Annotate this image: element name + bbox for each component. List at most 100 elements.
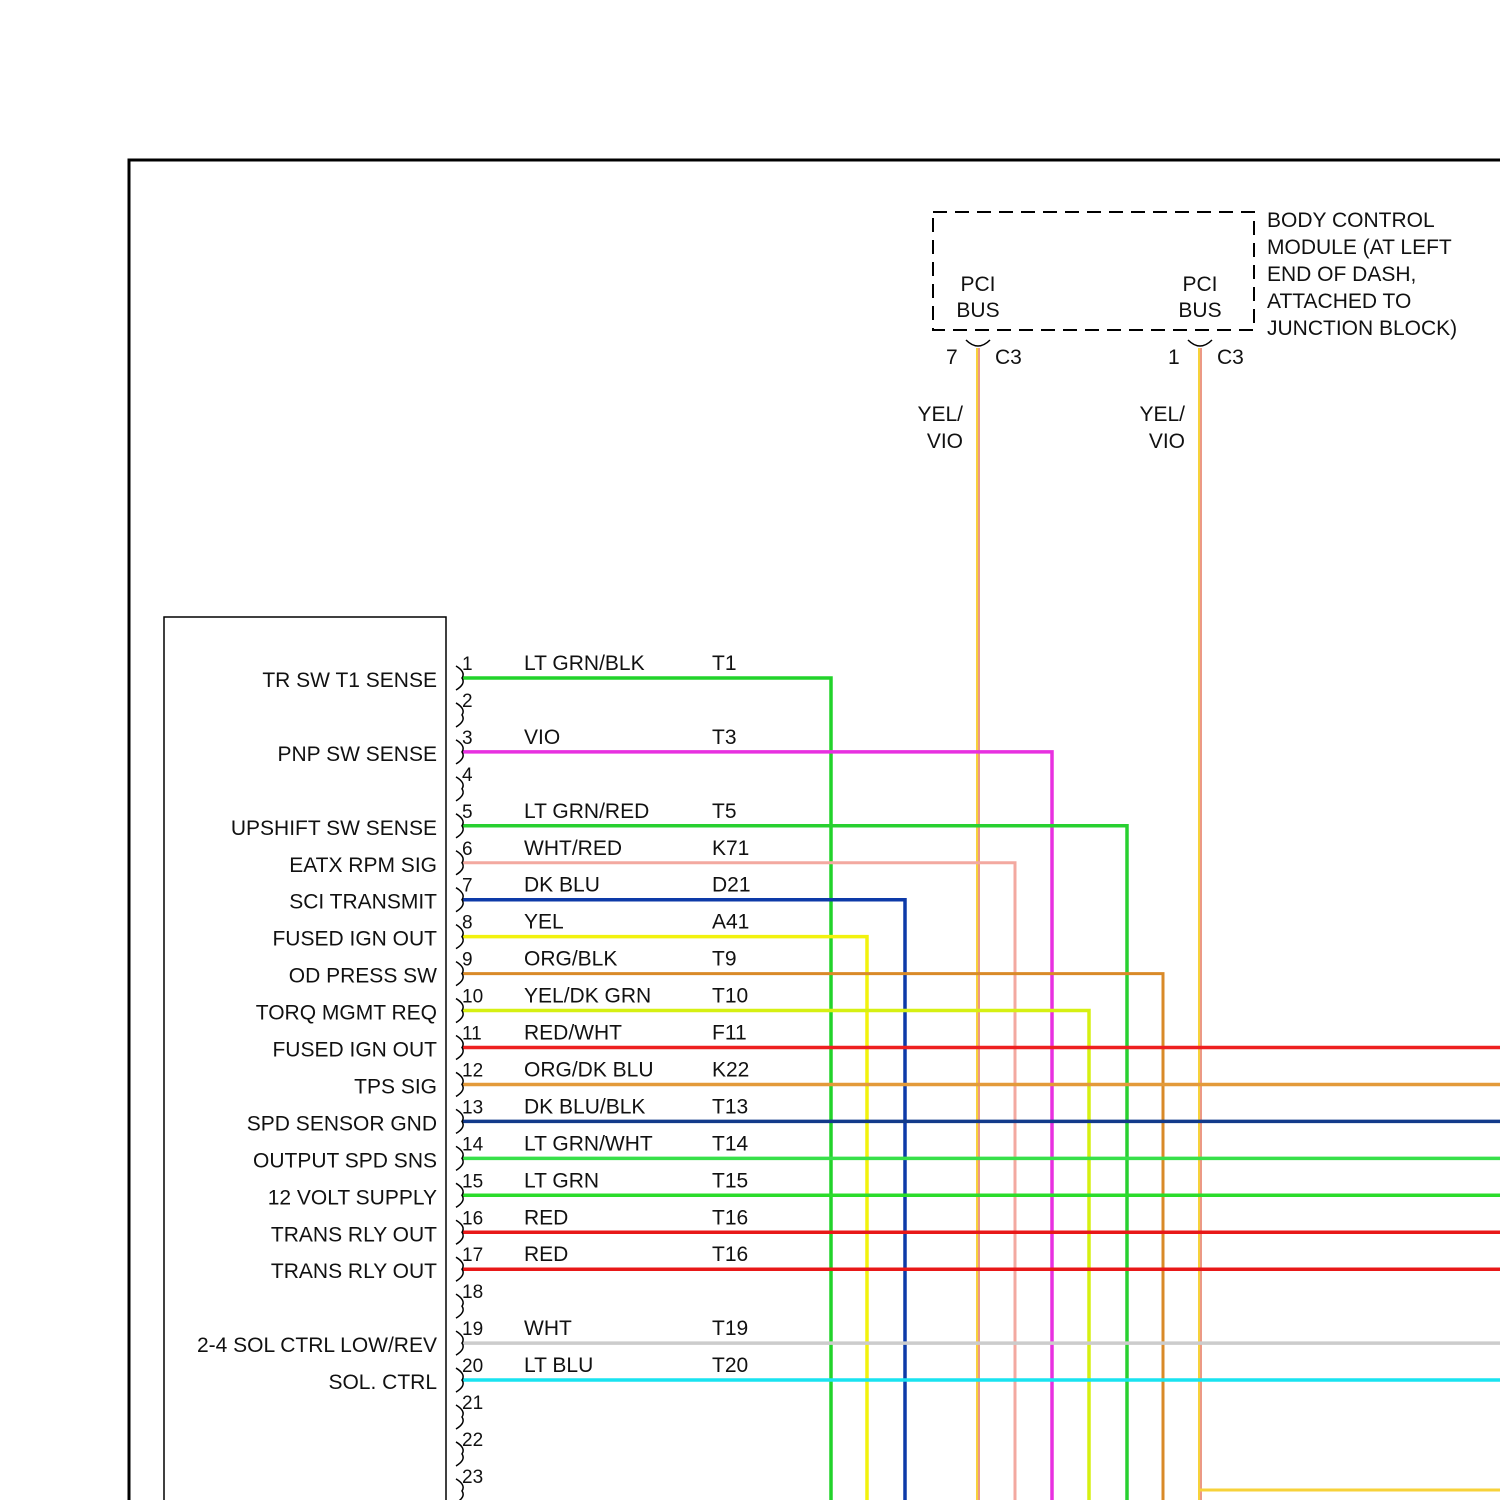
pin-number: 13 (462, 1097, 483, 1118)
pin-function-label: UPSHIFT SW SENSE (231, 817, 437, 840)
bcm-terminal-name: PCI (960, 273, 995, 296)
circuit-id-label: T9 (712, 948, 737, 971)
wire-color-label: LT GRN/RED (524, 800, 649, 823)
pin-number: 11 (462, 1024, 482, 1045)
bcm-wire-color-label: VIO (1149, 430, 1185, 453)
pin-function-label: EATX RPM SIG (289, 854, 437, 877)
circuit-id-label: D21 (712, 874, 751, 897)
circuit-id-label: T15 (712, 1169, 748, 1192)
pin-number: 17 (462, 1245, 483, 1266)
wire-color-label: LT GRN/WHT (524, 1132, 653, 1155)
pin-function-label: FUSED IGN OUT (272, 928, 437, 951)
circuit-id-label: T13 (712, 1095, 748, 1118)
bcm-terminal-name: BUS (956, 299, 999, 322)
wire-color-label: ORG/DK BLU (524, 1058, 654, 1081)
circuit-id-label: K71 (712, 837, 749, 860)
pin-number: 22 (462, 1430, 483, 1451)
bcm-terminal-name: BUS (1178, 299, 1221, 322)
circuit-id-label: T20 (712, 1354, 748, 1377)
pin-function-label: 2-4 SOL CTRL LOW/REV (197, 1334, 437, 1357)
wire-color-label: LT GRN (524, 1169, 599, 1192)
pin-function-label: SPD SENSOR GND (247, 1112, 437, 1135)
pin-number: 9 (462, 950, 473, 971)
bcm-wire-color-label: YEL/ (1139, 403, 1185, 426)
pin-function-label: OD PRESS SW (289, 965, 437, 988)
wire-color-label: WHT (524, 1317, 572, 1340)
pin-number: 21 (462, 1393, 483, 1414)
wire-color-label: DK BLU/BLK (524, 1095, 645, 1118)
pin-function-label: TR SW T1 SENSE (262, 669, 437, 692)
bcm-label: BODY CONTROL MODULE (AT LEFT END OF DASH, A… (1267, 209, 1457, 340)
bcm-label-line: END OF DASH, (1267, 263, 1416, 286)
pin-number: 8 (462, 913, 473, 934)
wire-color-label: LT BLU (524, 1354, 593, 1377)
pin-number: 6 (462, 839, 473, 860)
circuit-id-label: T14 (712, 1132, 749, 1155)
bcm-label-line: JUNCTION BLOCK) (1267, 317, 1457, 340)
circuit-id-label: T16 (712, 1206, 748, 1229)
bcm-connector-id: C3 (995, 346, 1022, 369)
circuit-id-label: T19 (712, 1317, 748, 1340)
pin-number: 5 (462, 802, 473, 823)
pin-number: 4 (462, 765, 473, 786)
bcm-label-line: ATTACHED TO (1267, 290, 1411, 313)
pin-function-label: TRANS RLY OUT (271, 1260, 437, 1283)
pin-function-label: FUSED IGN OUT (272, 1039, 437, 1062)
pin-function-label: PNP SW SENSE (278, 743, 438, 766)
wire-color-label: YEL/DK GRN (524, 985, 651, 1008)
wire-color-label: ORG/BLK (524, 948, 617, 971)
pin-function-label: SCI TRANSMIT (289, 891, 437, 914)
pin-function-label: TPS SIG (354, 1075, 437, 1098)
bcm-label-line: MODULE (AT LEFT (1267, 236, 1452, 259)
pin-number: 1 (462, 654, 473, 675)
wire-color-label: RED/WHT (524, 1022, 622, 1045)
circuit-id-label: T1 (712, 652, 737, 675)
pin-number: 18 (462, 1282, 483, 1303)
pin-number: 2 (462, 691, 473, 712)
pin-number: 23 (462, 1467, 483, 1488)
pin-number: 12 (462, 1060, 483, 1081)
pin-function-label: TORQ MGMT REQ (256, 1002, 437, 1025)
wire-color-label: YEL (524, 911, 564, 934)
wire-color-label: RED (524, 1206, 568, 1229)
pin-function-label: SOL. CTRL (328, 1371, 437, 1394)
bcm-pin-number: 7 (946, 346, 958, 369)
pin-number: 14 (462, 1134, 484, 1155)
circuit-id-label: T3 (712, 726, 737, 749)
pin-function-label: TRANS RLY OUT (271, 1223, 437, 1246)
pin-number: 10 (462, 987, 483, 1008)
pin-number: 19 (462, 1319, 483, 1340)
bcm-connector-id: C3 (1217, 346, 1244, 369)
bcm-wire-color-label: VIO (927, 430, 963, 453)
circuit-id-label: T5 (712, 800, 737, 823)
pin-number: 15 (462, 1171, 483, 1192)
pin-function-label: OUTPUT SPD SNS (253, 1149, 437, 1172)
wire-color-label: VIO (524, 726, 560, 749)
wire-a41 (462, 937, 867, 1500)
circuit-id-label: T10 (712, 985, 748, 1008)
pin-number: 16 (462, 1208, 483, 1229)
pin-number: 3 (462, 728, 473, 749)
wire-color-label: RED (524, 1243, 568, 1266)
bcm-label-line: BODY CONTROL (1267, 209, 1435, 232)
circuit-id-label: K22 (712, 1058, 749, 1081)
circuit-id-label: F11 (712, 1022, 747, 1045)
bcm-terminal-name: PCI (1182, 273, 1217, 296)
wire-t9 (462, 974, 1163, 1500)
bcm-pin-number: 1 (1168, 346, 1180, 369)
wire-color-label: LT GRN/BLK (524, 652, 645, 675)
wire-color-label: DK BLU (524, 874, 600, 897)
wire-color-label: WHT/RED (524, 837, 622, 860)
wires (462, 348, 1500, 1500)
circuit-id-label: T16 (712, 1243, 748, 1266)
circuit-id-label: A41 (712, 911, 749, 934)
bcm-wire-color-label: YEL/ (917, 403, 963, 426)
pin-number: 7 (462, 876, 473, 897)
pin-number: 20 (462, 1356, 483, 1377)
pin-function-label: 12 VOLT SUPPLY (268, 1186, 437, 1209)
bcm-connector-symbol (1188, 340, 1212, 346)
bcm-connector-symbol (966, 340, 990, 346)
